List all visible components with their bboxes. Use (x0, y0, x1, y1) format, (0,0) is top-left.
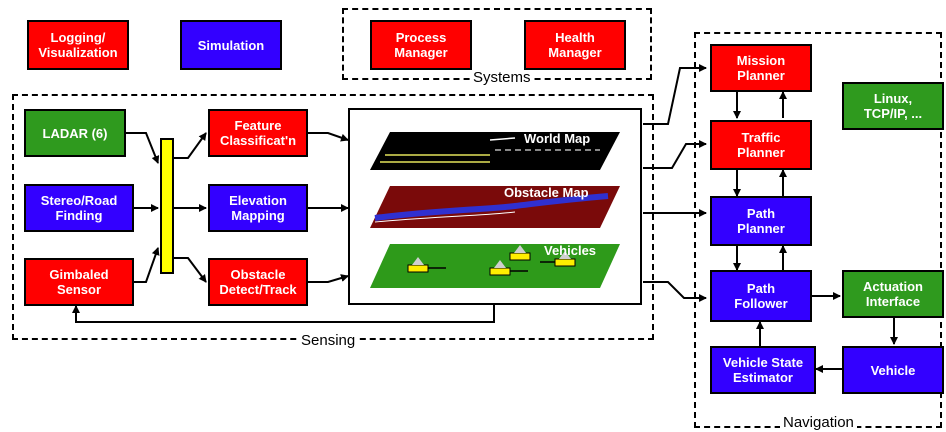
sensing-label: Sensing (298, 333, 359, 349)
stereo-road-finding-box: Stereo/Road Finding (24, 184, 134, 232)
feedback-arrow (72, 305, 495, 323)
navigation-label: Navigation (780, 415, 857, 431)
map-layers-illustration (370, 132, 620, 288)
gimbaled-sensor-box: Gimbaled Sensor (24, 258, 134, 306)
mission-planner-box: Mission Planner (710, 44, 812, 92)
ladar-box: LADAR (6) (24, 109, 126, 157)
maps-to-pathfollower-arrow (643, 281, 707, 302)
feature-to-map-arrow (308, 132, 349, 142)
systems-label: Systems (470, 70, 534, 86)
obstacle-detect-track-box: Obstacle Detect/Track (208, 258, 308, 306)
path-planner-box: Path Planner (710, 196, 812, 246)
ladar-to-bar-arrow (126, 132, 160, 164)
path-follower-box: Path Follower (710, 270, 812, 322)
maps-to-traffic-arrow (643, 140, 707, 169)
simulation-box: Simulation (180, 20, 282, 70)
feature-classification-box: Feature Classificat'n (208, 109, 308, 157)
sensor-bus-bar (160, 138, 174, 274)
linux-tcpip-box: Linux, TCP/IP, ... (842, 82, 944, 130)
elevation-mapping-box: Elevation Mapping (208, 184, 308, 232)
traffic-planner-box: Traffic Planner (710, 120, 812, 170)
bar-to-feature-arrow (173, 132, 207, 159)
vehicle-state-estimator-box: Vehicle State Estimator (710, 346, 816, 394)
obstacle-to-map-arrow (308, 274, 349, 283)
bar-to-obstacle-arrow (173, 257, 207, 283)
actuation-interface-box: Actuation Interface (842, 270, 944, 318)
obstacle-map-label: Obstacle Map (504, 185, 589, 200)
vehicles-map-label: Vehicles (544, 243, 597, 258)
maps-to-mission-arrow (643, 64, 707, 125)
gimbaled-to-bar-arrow (134, 247, 160, 283)
vehicle-box: Vehicle (842, 346, 944, 394)
logging-visualization-box: Logging/ Visualization (27, 20, 129, 70)
process-manager-box: Process Manager (370, 20, 472, 70)
health-manager-box: Health Manager (524, 20, 626, 70)
maps-panel: World Map Obstacle Map Vehicles (348, 108, 642, 305)
world-map-label: World Map (524, 131, 591, 146)
vehicles-map-layer (370, 244, 620, 288)
